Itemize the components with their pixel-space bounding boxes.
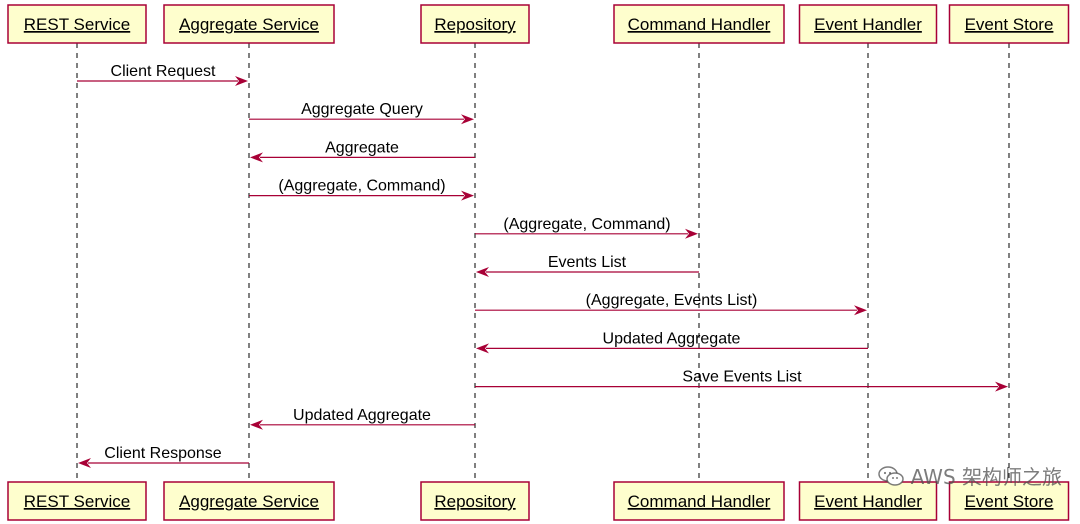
participant-box	[948, 4, 1070, 44]
arrowhead-icon	[235, 76, 248, 86]
message-10: Client Response	[78, 445, 249, 468]
participant-label: Command Handler	[628, 492, 771, 511]
participant-box	[7, 481, 147, 521]
participant-box	[798, 4, 938, 44]
arrowhead-icon	[461, 190, 474, 201]
participant-label: Command Handler	[628, 15, 771, 34]
participant-repo-bottom: Repository	[420, 481, 530, 521]
arrowhead-icon	[854, 305, 867, 316]
participant-box	[948, 481, 1070, 521]
participant-label: Event Handler	[814, 492, 922, 511]
participant-evh-bottom: Event Handler	[798, 481, 938, 521]
arrowhead-icon	[995, 381, 1008, 392]
participant-agg-top: Aggregate Service	[163, 4, 335, 44]
message-label: Updated Aggregate	[603, 330, 741, 347]
arrowhead-icon	[461, 114, 474, 125]
wechat-icon	[877, 465, 904, 486]
participant-label: Event Handler	[814, 15, 922, 34]
arrowhead-icon	[685, 228, 698, 239]
participant-evs-top: Event Store	[948, 4, 1070, 44]
participant-label: Aggregate Service	[179, 492, 319, 511]
watermark-text: AWS 架构师之旅	[910, 465, 1062, 489]
message-label: Updated Aggregate	[293, 407, 431, 424]
participant-evh-top: Event Handler	[798, 4, 938, 44]
message-5: Events List	[476, 254, 699, 277]
arrowhead-icon	[476, 343, 489, 354]
arrowhead-icon	[78, 458, 91, 468]
message-label: Aggregate Query	[301, 101, 423, 118]
message-label: Client Request	[111, 63, 217, 80]
message-1: Aggregate Query	[249, 101, 474, 125]
message-label: Save Events List	[682, 369, 802, 386]
arrowhead-icon	[250, 419, 263, 430]
message-6: (Aggregate, Events List)	[475, 292, 867, 316]
participant-label: Event Store	[965, 15, 1054, 34]
message-7: Updated Aggregate	[476, 330, 868, 354]
arrowhead-icon	[250, 152, 263, 163]
participant-repo-top: Repository	[420, 4, 530, 44]
message-0: Client Request	[77, 63, 248, 86]
participant-cmd-bottom: Command Handler	[613, 481, 785, 521]
participant-box	[798, 481, 938, 521]
participant-label: Event Store	[965, 492, 1054, 511]
participant-box	[7, 4, 147, 44]
message-2: Aggregate	[250, 139, 475, 163]
participant-label: Aggregate Service	[179, 15, 319, 34]
participant-rest-top: REST Service	[7, 4, 147, 44]
message-8: Save Events List	[475, 369, 1008, 392]
message-label: (Aggregate, Command)	[503, 216, 670, 233]
participant-cmd-top: Command Handler	[613, 4, 785, 44]
message-4: (Aggregate, Command)	[475, 216, 698, 239]
participant-box	[163, 481, 335, 521]
participant-label: REST Service	[24, 492, 130, 511]
message-9: Updated Aggregate	[250, 407, 475, 430]
message-label: Aggregate	[325, 139, 399, 156]
participant-label: Repository	[434, 492, 516, 511]
participant-label: Repository	[434, 15, 516, 34]
participant-evs-bottom: Event Store	[948, 481, 1070, 521]
participant-box	[613, 4, 785, 44]
participant-box	[613, 481, 785, 521]
message-label: (Aggregate, Events List)	[586, 292, 758, 309]
message-label: Client Response	[104, 445, 222, 462]
participant-box	[420, 481, 530, 521]
participant-box	[163, 4, 335, 44]
participant-label: REST Service	[24, 15, 130, 34]
message-label: (Aggregate, Command)	[278, 178, 445, 195]
message-3: (Aggregate, Command)	[249, 178, 474, 201]
arrowhead-icon	[476, 267, 489, 277]
participant-box	[420, 4, 530, 44]
participant-rest-bottom: REST Service	[7, 481, 147, 521]
message-label: Events List	[548, 254, 627, 271]
participant-agg-bottom: Aggregate Service	[163, 481, 335, 521]
watermark: AWS 架构师之旅	[877, 461, 1062, 490]
